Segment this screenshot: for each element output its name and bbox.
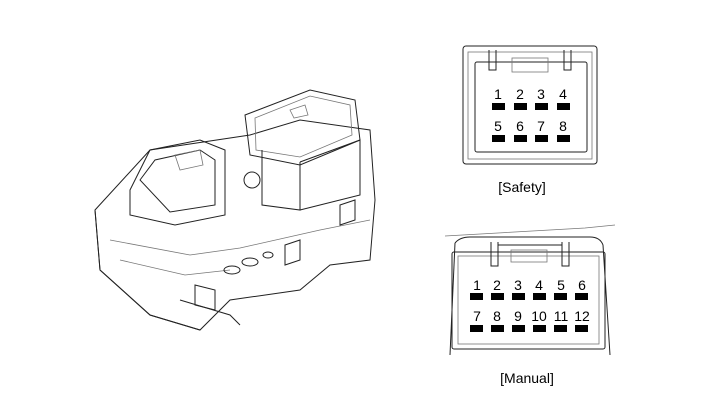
manual-connector-label: [Manual] (500, 370, 554, 386)
pin-terminal (535, 103, 548, 110)
pin-terminal (514, 103, 527, 110)
pin-number: 8 (559, 118, 567, 134)
pin-terminal (575, 325, 588, 332)
pin-terminal (554, 293, 567, 300)
pin-terminal (535, 135, 548, 142)
pin-number: 5 (557, 277, 565, 293)
pin-terminal (575, 293, 588, 300)
pin-number: 4 (535, 277, 543, 293)
pin-number: 1 (494, 86, 502, 102)
pin-number: 2 (493, 277, 501, 293)
pin-number: 5 (494, 118, 502, 134)
power-window-switch-illustration (94, 89, 376, 331)
pin-terminal (470, 293, 483, 300)
pin-number: 12 (574, 308, 590, 324)
pin-terminal (533, 293, 546, 300)
pin-number: 8 (493, 308, 501, 324)
pin-number: 9 (514, 308, 522, 324)
pin-number: 11 (554, 308, 569, 324)
pin-number: 6 (516, 118, 524, 134)
pin-number: 7 (537, 118, 545, 134)
pin-terminal (557, 135, 570, 142)
pin-terminal (514, 135, 527, 142)
pin-number: 2 (516, 86, 524, 102)
pin-number: 1 (473, 277, 481, 293)
pin-number: 4 (559, 86, 567, 102)
pin-number: 6 (578, 277, 586, 293)
pin-number: 3 (514, 277, 522, 293)
safety-connector-label: [Safety] (498, 179, 545, 195)
pin-number: 10 (531, 308, 547, 324)
pin-terminal (492, 135, 505, 142)
safety-connector: 1 2 3 4 5 6 7 8 (462, 45, 598, 165)
pin-terminal (491, 293, 504, 300)
pin-terminal (533, 325, 546, 332)
pin-terminal (512, 325, 525, 332)
pin-terminal (554, 325, 567, 332)
pin-terminal (492, 103, 505, 110)
manual-connector: 1 2 3 4 5 6 7 8 9 10 11 12 (444, 224, 616, 356)
pin-terminal (470, 325, 483, 332)
pin-terminal (491, 325, 504, 332)
pin-terminal (512, 293, 525, 300)
pin-number: 3 (537, 86, 545, 102)
pin-terminal (557, 103, 570, 110)
pin-number: 7 (473, 308, 481, 324)
